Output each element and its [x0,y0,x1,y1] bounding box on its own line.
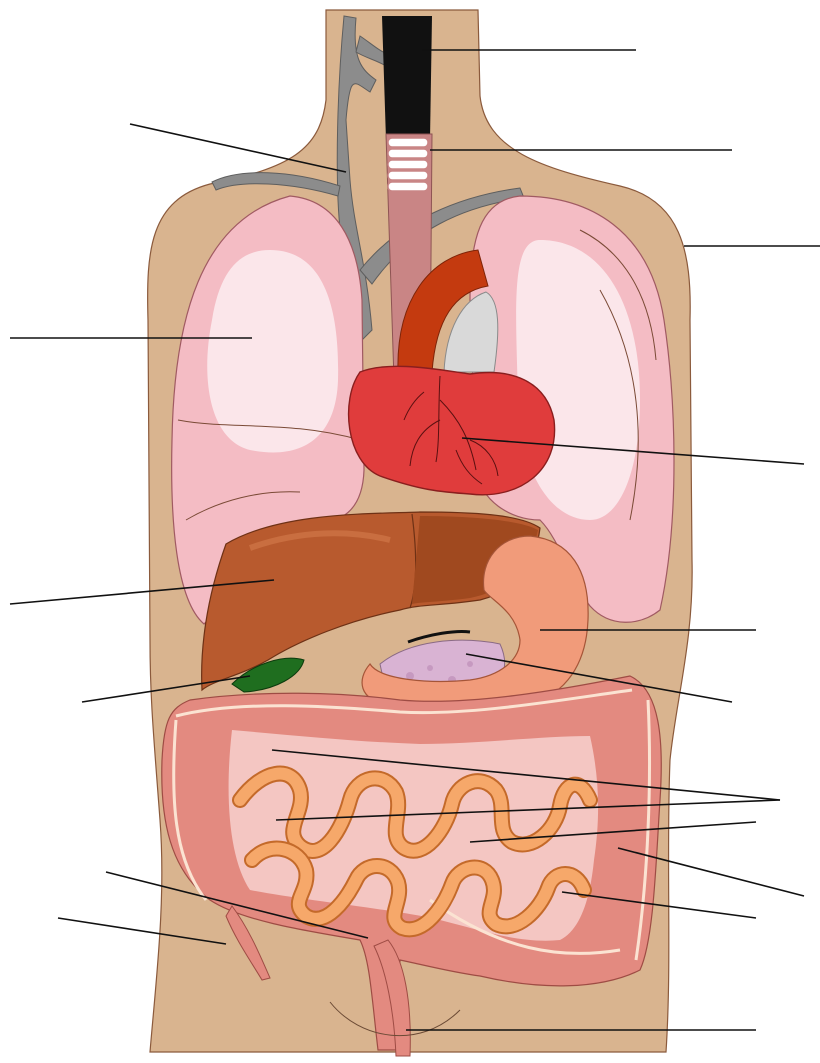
esophagus [382,16,432,140]
heart [349,366,555,494]
